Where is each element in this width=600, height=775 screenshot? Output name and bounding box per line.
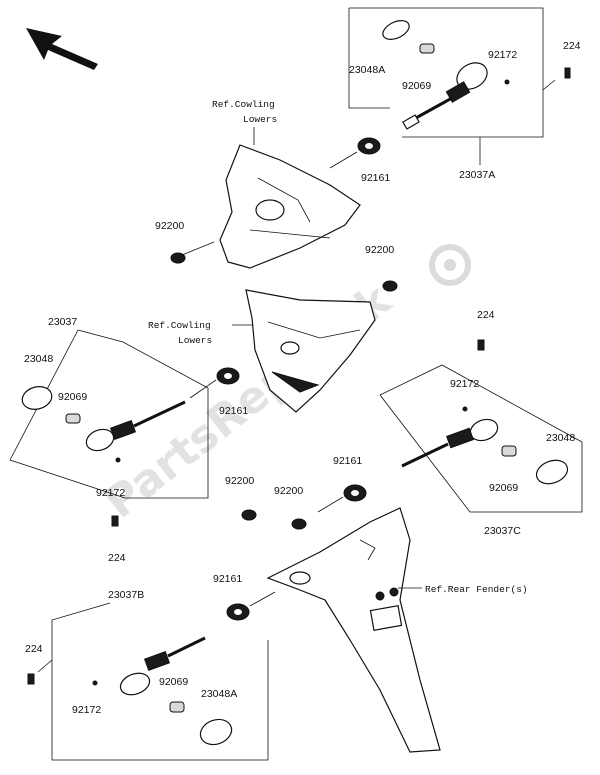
lens-23048-part bbox=[535, 459, 569, 485]
screw-92172-part bbox=[462, 406, 468, 412]
part-label-23048: 23048 bbox=[546, 432, 575, 444]
bulb-92069-part bbox=[501, 445, 517, 457]
turn-signal-housing-part bbox=[401, 418, 499, 468]
bulb-92069-part bbox=[65, 413, 81, 424]
grommet-92161-part bbox=[357, 137, 381, 155]
ref-cowling-lowers-line2: Lowers bbox=[178, 335, 212, 346]
turn-signal-housing-part bbox=[402, 62, 488, 130]
assembly-23037A bbox=[348, 7, 571, 165]
grommet-92200-part bbox=[382, 280, 398, 292]
ref-cowling-lowers-line1: Ref.Cowling bbox=[148, 320, 211, 331]
part-label-92172: 92172 bbox=[488, 49, 517, 61]
rear-fender-part bbox=[266, 507, 441, 753]
gear-watermark-icon bbox=[429, 244, 471, 286]
ref-cowling-lowers-line2: Lowers bbox=[243, 114, 277, 125]
grommet-92161-part bbox=[216, 367, 240, 385]
cowling-lower-left-part bbox=[219, 144, 361, 269]
lens-23048A-part bbox=[199, 718, 233, 746]
assembly-23037 bbox=[9, 329, 209, 527]
turn-signal-housing-part bbox=[119, 636, 206, 696]
screw-92172-part bbox=[504, 79, 510, 85]
ref-rear-fender: Ref.Rear Fender(s) bbox=[425, 584, 528, 595]
part-label-92161: 92161 bbox=[333, 455, 362, 467]
lens-23048-part bbox=[21, 386, 53, 410]
part-label-224: 224 bbox=[25, 643, 43, 655]
part-label-23037: 23037 bbox=[48, 316, 77, 328]
bolt-224-part bbox=[111, 515, 119, 527]
part-label-92161: 92161 bbox=[361, 172, 390, 184]
part-label-23037C: 23037C bbox=[484, 525, 521, 537]
part-label-23048A: 23048A bbox=[201, 688, 237, 700]
part-label-23048: 23048 bbox=[24, 353, 53, 365]
part-label-23048A: 23048A bbox=[349, 64, 385, 76]
part-label-92069: 92069 bbox=[402, 80, 431, 92]
front-direction-arrow-icon bbox=[26, 28, 98, 70]
grommet-92200-part bbox=[241, 509, 257, 521]
part-label-92161: 92161 bbox=[213, 573, 242, 585]
part-label-23037A: 23037A bbox=[459, 169, 495, 181]
part-label-92200: 92200 bbox=[274, 485, 303, 497]
grommet-92200-part bbox=[170, 241, 215, 264]
part-label-23037B: 23037B bbox=[108, 589, 144, 601]
part-label-224: 224 bbox=[108, 552, 126, 564]
part-label-92200: 92200 bbox=[225, 475, 254, 487]
bolt-224-part bbox=[477, 339, 485, 351]
part-label-92069: 92069 bbox=[489, 482, 518, 494]
ref-cowling-lowers-line1: Ref.Cowling bbox=[212, 99, 275, 110]
screw-92172-part bbox=[92, 680, 98, 686]
cowling-lower-right-part bbox=[245, 289, 376, 413]
part-label-92200: 92200 bbox=[155, 220, 184, 232]
grommet-92161-part bbox=[343, 484, 367, 502]
part-label-92161: 92161 bbox=[219, 405, 248, 417]
turn-signal-housing-part bbox=[85, 400, 186, 452]
part-label-92172: 92172 bbox=[96, 487, 125, 499]
part-label-92172: 92172 bbox=[72, 704, 101, 716]
grommet-92200-part bbox=[291, 518, 307, 530]
screw-92172-part bbox=[115, 457, 121, 463]
bolt-224-part bbox=[564, 67, 571, 79]
part-label-92200: 92200 bbox=[365, 244, 394, 256]
assembly-23037B bbox=[27, 602, 269, 761]
bolt-224-part bbox=[27, 673, 35, 685]
assembly-23037C bbox=[379, 339, 583, 513]
bulb-92069-part bbox=[419, 43, 435, 54]
part-label-92069: 92069 bbox=[58, 391, 87, 403]
part-label-92069: 92069 bbox=[159, 676, 188, 688]
part-label-224: 224 bbox=[477, 309, 495, 321]
part-label-92172: 92172 bbox=[450, 378, 479, 390]
bulb-92069-part bbox=[169, 701, 185, 713]
lens-23048A-part bbox=[382, 20, 410, 40]
grommet-92161-part bbox=[226, 603, 250, 621]
part-label-224: 224 bbox=[563, 40, 581, 52]
